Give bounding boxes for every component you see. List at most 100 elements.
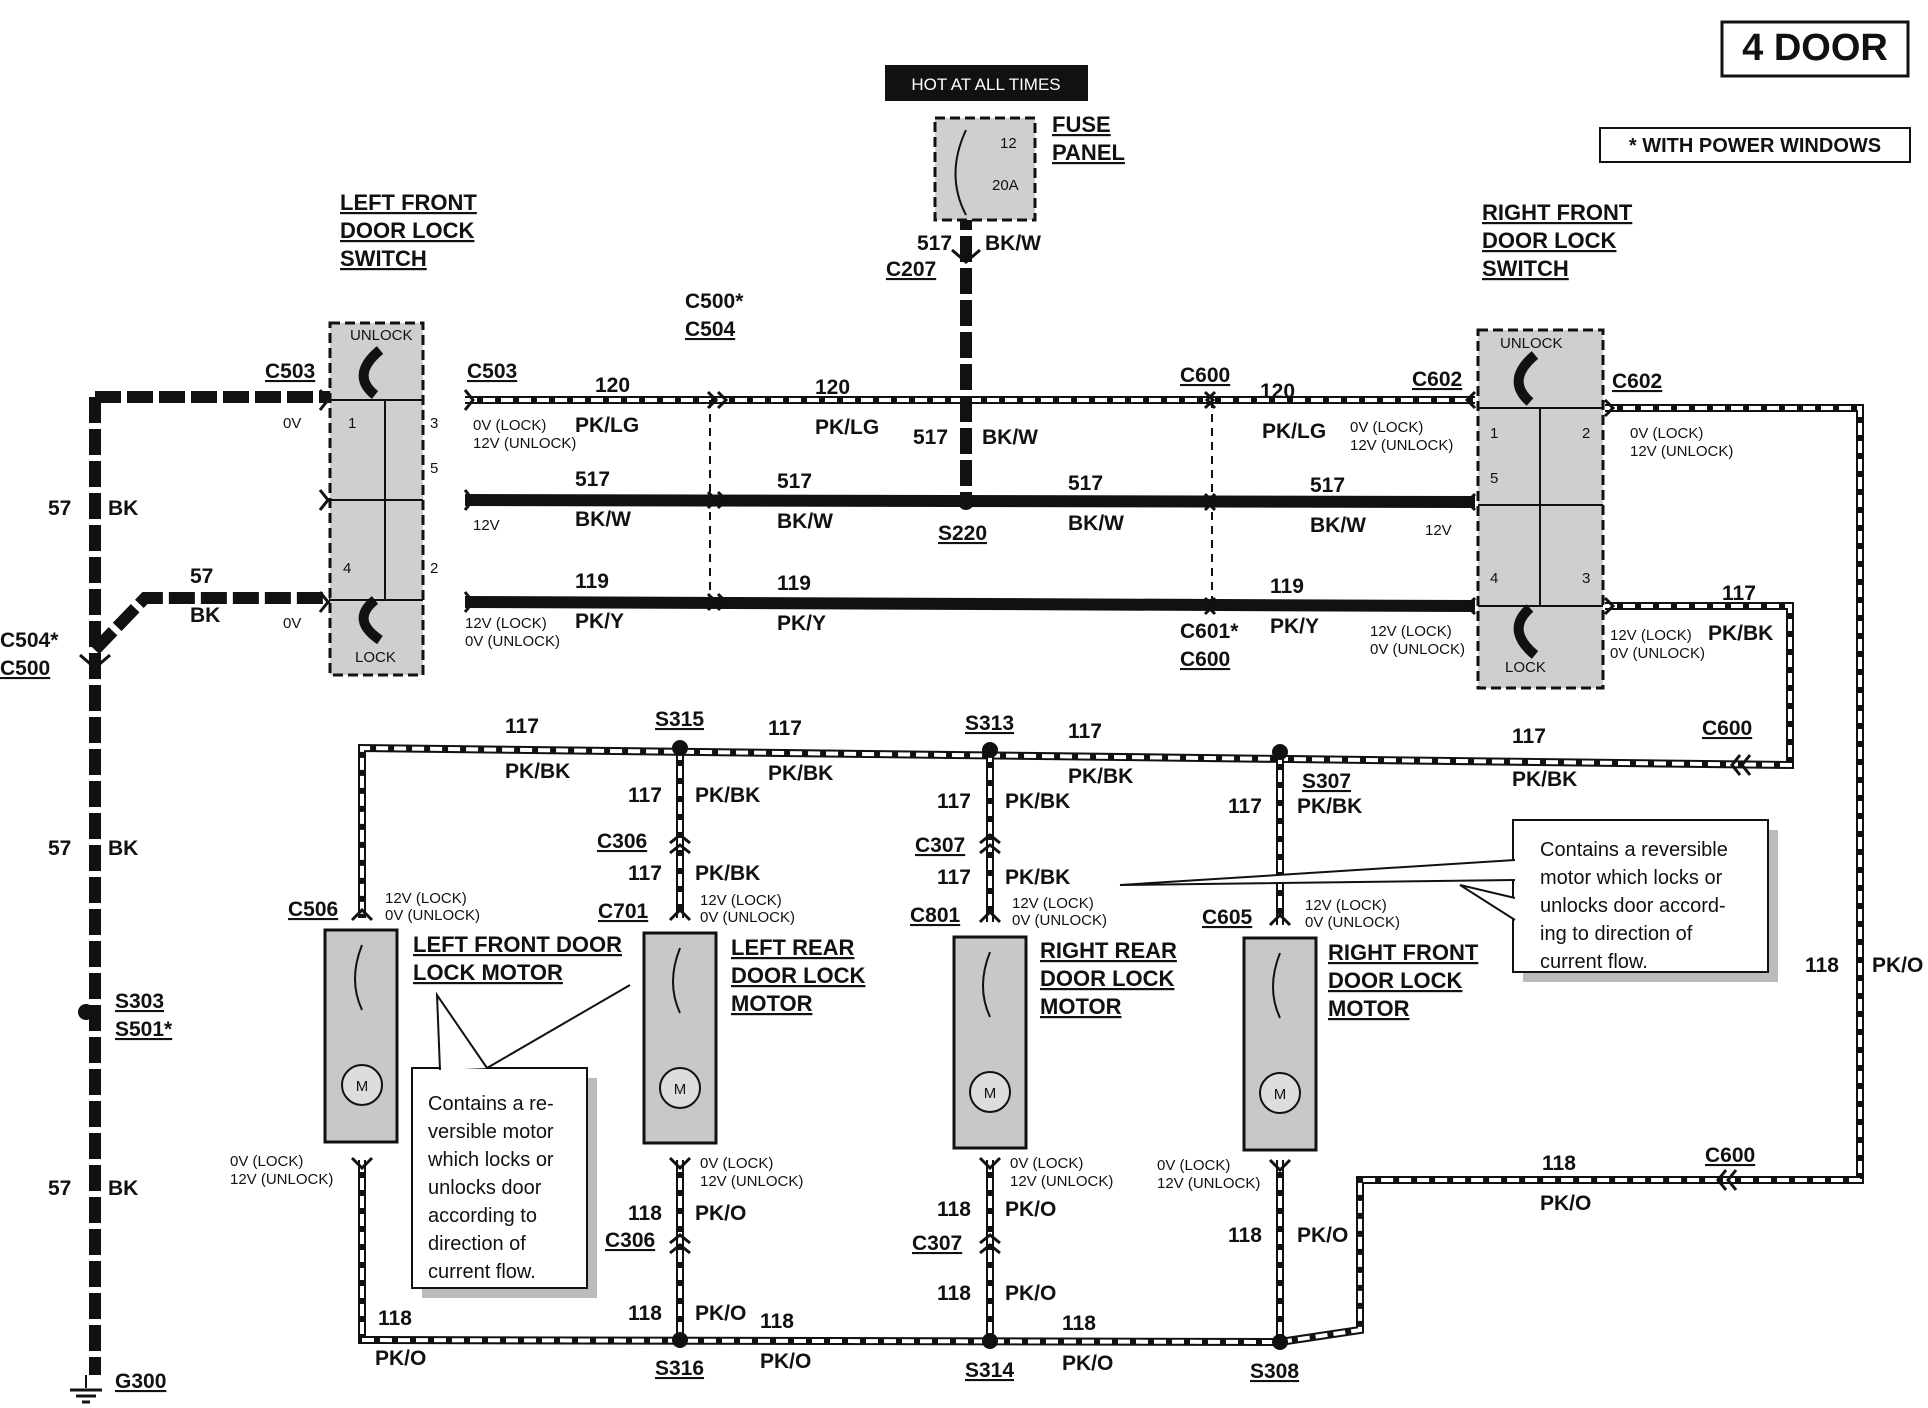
conn-c600-d: C600 — [1705, 1144, 1755, 1167]
label-118-i: 118 — [1542, 1152, 1576, 1175]
v-unlock0-a: 0V (UNLOCK) — [465, 633, 560, 650]
lf-switch-title-3: SWITCH — [340, 246, 427, 271]
v-unlock0-b: 0V (UNLOCK) — [1370, 641, 1465, 658]
splice-s303-label: S303 — [115, 990, 164, 1013]
fuse-label-2: PANEL — [1052, 140, 1125, 165]
conn-c500-left: C500 — [0, 657, 50, 680]
splice-s315-label: S315 — [655, 708, 704, 731]
note-right-text: Contains a reversible motor which locks … — [1540, 839, 1728, 973]
conn-c601: C601* — [1180, 620, 1239, 643]
label-517-d: 517 — [1310, 474, 1345, 497]
label-pko-b: PK/O — [1005, 1198, 1056, 1221]
label-517-f: 517 — [917, 232, 952, 255]
svg-text:unlocks door accord-: unlocks door accord- — [1540, 895, 1726, 917]
lr-motor-title-3: MOTOR — [731, 991, 813, 1016]
label-517-a: 517 — [575, 468, 610, 491]
right-front-motor-box — [1242, 936, 1318, 1152]
label-120-c: 120 — [1260, 380, 1295, 403]
right-rear-motor-box — [952, 935, 1028, 1150]
v-lock0-a: 0V (LOCK) — [473, 417, 546, 434]
lf-unlock: UNLOCK — [350, 327, 413, 344]
svg-text:according to: according to — [428, 1205, 537, 1227]
ground-icon — [70, 1375, 102, 1404]
wire-57-branch — [90, 592, 330, 655]
label-bk-d: BK — [108, 1177, 138, 1200]
rf-motor-title-1: RIGHT FRONT — [1328, 940, 1479, 965]
lf-pin-2: 2 — [430, 560, 438, 577]
label-120-a: 120 — [595, 374, 630, 397]
lf-pin-4: 4 — [343, 560, 351, 577]
lf-motor-title-1: LEFT FRONT DOOR — [413, 932, 622, 957]
v-lock12-m3: 12V (LOCK) — [1012, 895, 1094, 912]
svg-text:direction of: direction of — [428, 1233, 526, 1255]
svg-text:Contains a reversible: Contains a reversible — [1540, 839, 1728, 861]
connector-chevrons — [79, 248, 1752, 1255]
v-lock0-m4: 0V (LOCK) — [1157, 1157, 1230, 1174]
label-pkbk-j: PK/BK — [1005, 866, 1070, 889]
label-118-e: 118 — [937, 1282, 971, 1305]
label-pklg-a: PK/LG — [575, 414, 639, 437]
splice-s308 — [1272, 1334, 1288, 1350]
v-0v-b: 0V — [283, 615, 301, 632]
splice-s313-label: S313 — [965, 712, 1014, 735]
label-pko-c: PK/O — [1297, 1224, 1348, 1247]
v-lock12-c: 12V (LOCK) — [1610, 627, 1692, 644]
label-pky-b: PK/Y — [777, 612, 826, 635]
splice-s307 — [1272, 744, 1288, 760]
label-118-g: 118 — [760, 1310, 794, 1333]
conn-c602-right: C602 — [1612, 370, 1662, 393]
label-118-j: 118 — [1805, 954, 1839, 977]
label-pklg-b: PK/LG — [815, 416, 879, 439]
svg-text:unlocks door: unlocks door — [428, 1177, 542, 1199]
conn-c504star: C504* — [0, 629, 59, 652]
power-windows-note: * WITH POWER WINDOWS — [1629, 135, 1881, 157]
label-pko-i: PK/O — [1540, 1192, 1591, 1215]
rr-motor-symbol: M — [984, 1085, 997, 1102]
label-517-b: 517 — [777, 470, 812, 493]
conn-c306-top: C306 — [597, 830, 647, 853]
label-bkw-c: BK/W — [1068, 512, 1124, 535]
rr-motor-title-3: MOTOR — [1040, 994, 1122, 1019]
label-pko-a: PK/O — [695, 1202, 746, 1225]
label-bk-b: BK — [190, 604, 220, 627]
rf-unlock: UNLOCK — [1500, 335, 1563, 352]
wire-119 — [464, 596, 1476, 612]
hot-at-all-times: HOT AT ALL TIMES — [911, 75, 1060, 94]
label-pkbk-c: PK/BK — [505, 760, 570, 783]
label-bkw-f: BK/W — [985, 232, 1041, 255]
v-unlock0-m2: 0V (UNLOCK) — [700, 909, 795, 926]
label-117-b: 117 — [1512, 725, 1546, 748]
svg-text:current flow.: current flow. — [1540, 951, 1648, 973]
label-517-c: 517 — [1068, 472, 1103, 495]
label-119-b: 119 — [777, 572, 811, 595]
label-117-d: 117 — [768, 717, 802, 740]
splice-s303 — [78, 1004, 94, 1020]
label-bk-a: BK — [108, 497, 138, 520]
v-unlock0-m3: 0V (UNLOCK) — [1012, 912, 1107, 929]
label-bkw-e: BK/W — [982, 426, 1038, 449]
conn-c503-left: C503 — [265, 360, 315, 383]
label-117-h: 117 — [1228, 795, 1262, 818]
v-lock0-c: 0V (LOCK) — [1630, 425, 1703, 442]
label-pko-f: PK/O — [375, 1347, 426, 1370]
lf-pin-5: 5 — [430, 460, 438, 477]
v-unlock12-c: 12V (UNLOCK) — [1630, 443, 1733, 460]
conn-c506: C506 — [288, 898, 338, 921]
splice-s313 — [982, 742, 998, 758]
label-bk-c: BK — [108, 837, 138, 860]
v-unlock12-b: 12V (UNLOCK) — [1350, 437, 1453, 454]
label-117-a: 117 — [1722, 582, 1756, 605]
label-pko-h: PK/O — [1062, 1352, 1113, 1375]
label-pkbk-d: PK/BK — [768, 762, 833, 785]
fuse-rating: 20A — [992, 177, 1019, 194]
fuse-number: 12 — [1000, 135, 1017, 152]
label-118-d: 118 — [628, 1302, 662, 1325]
label-117-f: 117 — [628, 784, 662, 807]
rf-motor-symbol: M — [1274, 1086, 1287, 1103]
lr-motor-title-1: LEFT REAR — [731, 935, 855, 960]
splice-s308-label: S308 — [1250, 1360, 1299, 1383]
splice-s314-label: S314 — [965, 1359, 1014, 1382]
label-pkbk-e: PK/BK — [1068, 765, 1133, 788]
label-pko-g: PK/O — [760, 1350, 811, 1373]
